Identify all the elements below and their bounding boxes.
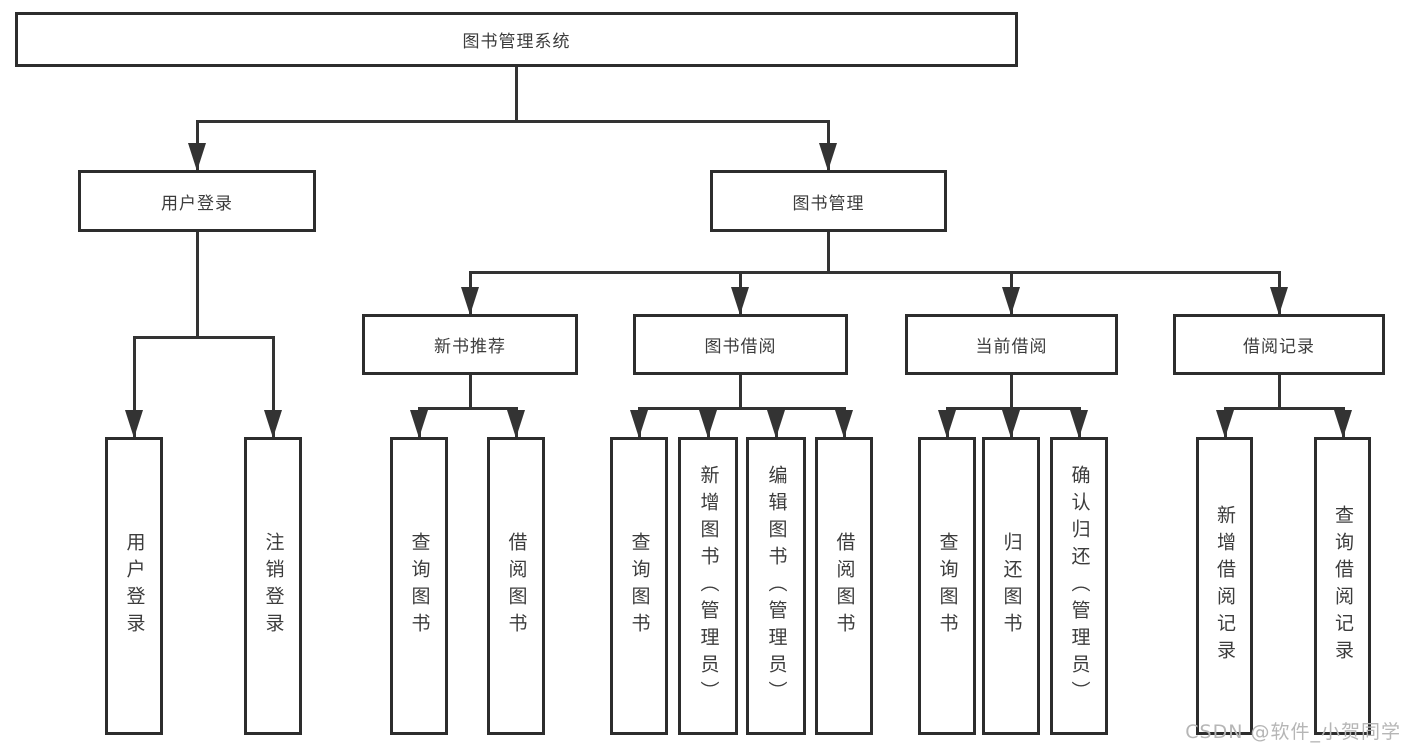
leaf-confirm-return-admin: 确认归还（管理员） bbox=[1050, 437, 1108, 735]
leaf-edit-books-admin: 编辑图书（管理员） bbox=[746, 437, 806, 735]
leaf-borrow-books-2: 借阅图书 bbox=[815, 437, 873, 735]
leaf-user-login: 用户登录 bbox=[105, 437, 163, 735]
leaf-return-books: 归还图书 bbox=[982, 437, 1040, 735]
leaf-query-borrow-record-label: 查询借阅记录 bbox=[1332, 505, 1354, 667]
leaf-add-borrow-record: 新增借阅记录 bbox=[1196, 437, 1253, 735]
leaf-borrow-books-2-label: 借阅图书 bbox=[833, 532, 856, 640]
arrow-down-icon bbox=[1270, 287, 1288, 315]
node-root: 图书管理系统 bbox=[15, 12, 1018, 67]
connector-line bbox=[945, 407, 1081, 410]
connector-line bbox=[826, 232, 830, 274]
node-borrow-records-label: 借阅记录 bbox=[1243, 337, 1315, 357]
leaf-query-books-3-label: 查询图书 bbox=[936, 532, 959, 640]
arrow-down-icon bbox=[1002, 410, 1020, 438]
leaf-add-books-admin: 新增图书（管理员） bbox=[678, 437, 738, 735]
leaf-add-books-admin-label: 新增图书（管理员） bbox=[697, 464, 720, 708]
connector-line bbox=[417, 407, 518, 410]
watermark: CSDN @软件_小贺同学 bbox=[1185, 721, 1401, 743]
arrow-down-icon bbox=[731, 287, 749, 315]
leaf-query-books-2: 查询图书 bbox=[610, 437, 668, 735]
leaf-logout: 注销登录 bbox=[244, 437, 302, 735]
leaf-logout-label: 注销登录 bbox=[262, 532, 285, 640]
arrow-down-icon bbox=[699, 410, 717, 438]
arrow-down-icon bbox=[1002, 287, 1020, 315]
arrow-down-icon bbox=[938, 410, 956, 438]
connector-line bbox=[514, 67, 518, 123]
leaf-borrow-books-label: 借阅图书 bbox=[505, 532, 528, 640]
node-new-book-recommend-label: 新书推荐 bbox=[434, 337, 506, 357]
connector-line bbox=[468, 375, 472, 410]
arrow-down-icon bbox=[410, 410, 428, 438]
connector-line bbox=[637, 407, 846, 410]
connector-line bbox=[1009, 375, 1013, 410]
arrow-down-icon bbox=[819, 143, 837, 171]
leaf-query-books: 查询图书 bbox=[390, 437, 448, 735]
arrow-down-icon bbox=[835, 410, 853, 438]
arrow-down-icon bbox=[188, 143, 206, 171]
leaf-borrow-books: 借阅图书 bbox=[487, 437, 545, 735]
connector-line bbox=[132, 336, 136, 437]
leaf-return-books-label: 归还图书 bbox=[1000, 532, 1023, 640]
leaf-user-login-label: 用户登录 bbox=[123, 532, 146, 640]
arrow-down-icon bbox=[1070, 410, 1088, 438]
node-user-login-label: 用户登录 bbox=[161, 193, 233, 214]
connector-line bbox=[195, 120, 830, 123]
leaf-confirm-return-admin-label: 确认归还（管理员） bbox=[1068, 464, 1091, 708]
arrow-down-icon bbox=[1216, 410, 1234, 438]
leaf-query-books-2-label: 查询图书 bbox=[628, 532, 651, 640]
connector-line bbox=[132, 336, 275, 339]
node-borrow-records: 借阅记录 bbox=[1173, 314, 1385, 375]
node-new-book-recommend: 新书推荐 bbox=[362, 314, 578, 375]
arrow-down-icon bbox=[125, 410, 143, 438]
node-book-management: 图书管理 bbox=[710, 170, 947, 232]
node-book-borrow-label: 图书借阅 bbox=[704, 337, 777, 357]
connector-line bbox=[1223, 407, 1345, 410]
arrow-down-icon bbox=[461, 287, 479, 315]
connector-line bbox=[271, 336, 275, 437]
connector-line bbox=[468, 271, 1281, 274]
node-user-login: 用户登录 bbox=[78, 170, 316, 232]
connector-line bbox=[1277, 375, 1281, 410]
leaf-edit-books-admin-label: 编辑图书（管理员） bbox=[765, 464, 788, 708]
connector-line bbox=[738, 375, 742, 410]
node-current-borrow: 当前借阅 bbox=[905, 314, 1118, 375]
node-root-label: 图书管理系统 bbox=[462, 32, 571, 52]
arrow-down-icon bbox=[1334, 410, 1352, 438]
node-book-borrow: 图书借阅 bbox=[633, 314, 848, 375]
leaf-query-books-label: 查询图书 bbox=[408, 532, 431, 640]
arrow-down-icon bbox=[264, 410, 282, 438]
connector-line bbox=[195, 232, 199, 339]
arrow-down-icon bbox=[767, 410, 785, 438]
node-book-management-label: 图书管理 bbox=[792, 193, 865, 214]
arrow-down-icon bbox=[630, 410, 648, 438]
leaf-add-borrow-record-label: 新增借阅记录 bbox=[1214, 505, 1236, 667]
node-current-borrow-label: 当前借阅 bbox=[975, 337, 1048, 357]
arrow-down-icon bbox=[507, 410, 525, 438]
leaf-query-borrow-record: 查询借阅记录 bbox=[1314, 437, 1371, 735]
leaf-query-books-3: 查询图书 bbox=[918, 437, 976, 735]
